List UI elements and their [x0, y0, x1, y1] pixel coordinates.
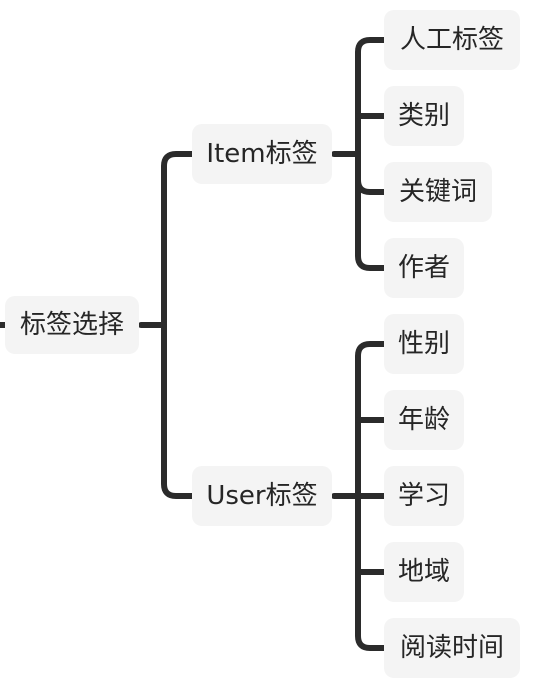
root-node-label: 标签选择 — [19, 310, 124, 340]
connector-user-to-c4 — [355, 341, 387, 499]
branch-node-label: User标签 — [206, 481, 318, 511]
leaf-node-label: 作者 — [397, 253, 450, 283]
connector-item-to-c3 — [355, 151, 387, 271]
leaf-node-label: 类别 — [397, 101, 450, 131]
connector-user-to-c8 — [355, 493, 387, 651]
branch-node-user[interactable]: User标签 — [192, 466, 332, 526]
branch-node-item[interactable]: Item标签 — [192, 124, 332, 184]
leaf-node-label: 性别 — [397, 329, 450, 359]
leaf-node[interactable]: 作者 — [384, 238, 464, 298]
leaf-node[interactable]: 地域 — [384, 542, 464, 602]
leaf-node[interactable]: 关键词 — [384, 162, 492, 222]
connector-item-to-c0 — [355, 37, 387, 157]
leaf-node-label: 地域 — [397, 557, 450, 587]
leaf-node-label: 年龄 — [397, 405, 450, 435]
root-node[interactable]: 标签选择 — [5, 296, 139, 354]
leaf-node-label: 阅读时间 — [399, 633, 504, 663]
connector-item-to-c2 — [355, 151, 387, 195]
connector-root-to-item — [161, 151, 195, 328]
connector-root-to-user — [161, 322, 195, 499]
leaf-node[interactable]: 学习 — [384, 466, 464, 526]
leaf-node-label: 人工标签 — [399, 25, 504, 55]
branch-node-label: Item标签 — [206, 139, 318, 169]
leaf-node[interactable]: 性别 — [384, 314, 464, 374]
leaf-node-label: 学习 — [397, 481, 450, 511]
leaf-node-label: 关键词 — [398, 177, 477, 207]
leaf-node[interactable]: 类别 — [384, 86, 464, 146]
leaf-node[interactable]: 年龄 — [384, 390, 464, 450]
leaf-node[interactable]: 阅读时间 — [384, 618, 520, 678]
leaf-node[interactable]: 人工标签 — [384, 10, 520, 70]
